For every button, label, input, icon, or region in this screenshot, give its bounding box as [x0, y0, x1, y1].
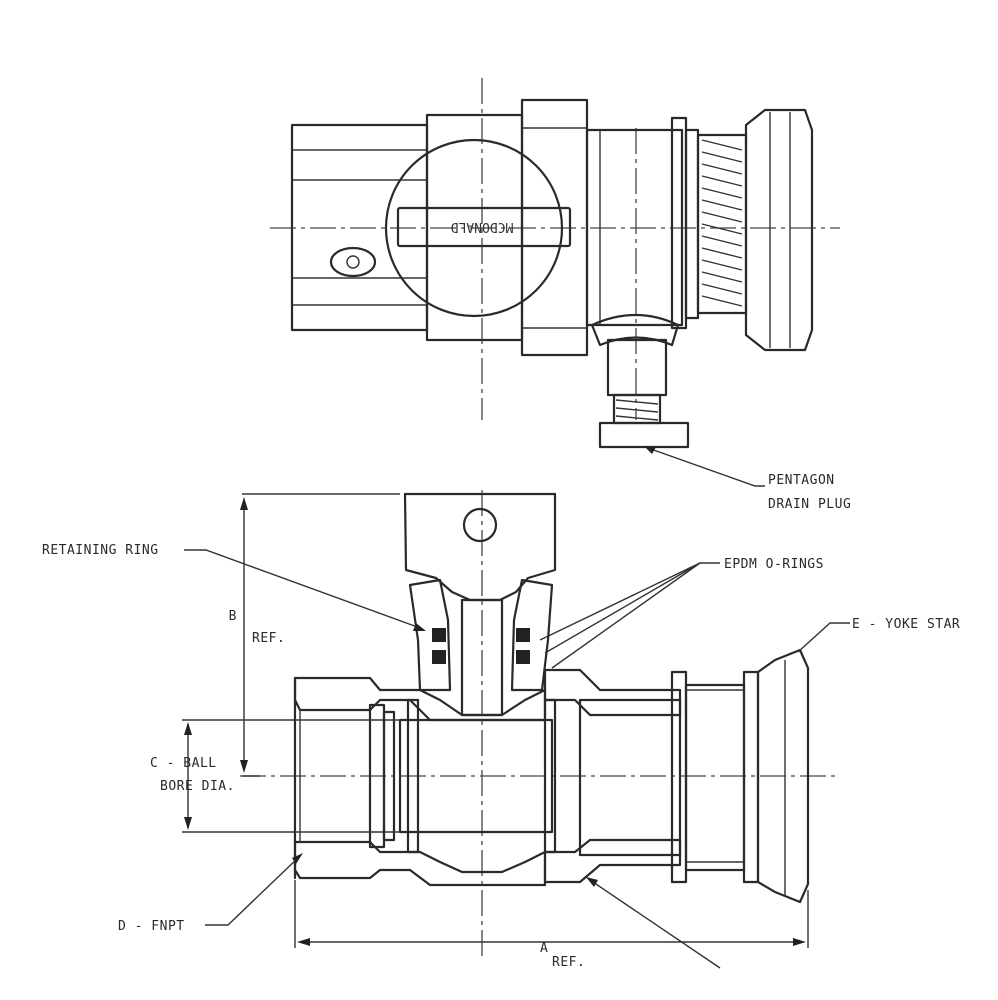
label-d-fnpt: D - FNPT: [118, 919, 185, 934]
a-ref-word: REF.: [552, 955, 585, 970]
top-view: MCDONALD: [270, 78, 840, 449]
label-yoke-star: E - YOKE STAR: [852, 617, 960, 632]
handle-hole: [462, 507, 498, 543]
yoke-star-top: [744, 108, 814, 352]
handle-bar: [396, 206, 572, 248]
logo-oval: [329, 246, 377, 278]
a-ref-letter: A: [540, 941, 548, 956]
right-tailpiece-section: [543, 648, 810, 904]
pentagon-drain-plug: [598, 421, 690, 449]
dimension-a: [294, 880, 809, 948]
b-ref-letter: B: [229, 609, 237, 624]
stem-bonnet: [408, 578, 554, 692]
label-retaining-ring: RETAINING RING: [42, 543, 159, 558]
dimension-b: [240, 493, 400, 777]
handle-disc: [384, 138, 564, 318]
handle-engraving: MCDONALD: [451, 219, 514, 234]
yoke-star-section: [756, 648, 810, 904]
section-view: [240, 490, 840, 960]
label-pentagon: PENTAGON: [768, 473, 835, 488]
tail-piece-top: [585, 108, 814, 352]
c-ball-line1: C - BALL: [150, 756, 217, 771]
c-ball-line2: BORE DIA.: [160, 779, 235, 794]
leader-lines: [184, 446, 850, 969]
label-epdm-o-rings: EPDM O-RINGS: [724, 557, 824, 572]
drain-plug-top: [590, 313, 690, 449]
dimension-c: [182, 719, 400, 833]
b-ref-word: REF.: [252, 631, 285, 646]
handle-section: [403, 492, 557, 717]
threads-top: [696, 133, 748, 315]
left-body-section: [293, 676, 547, 887]
label-drain-plug: DRAIN PLUG: [768, 497, 851, 512]
